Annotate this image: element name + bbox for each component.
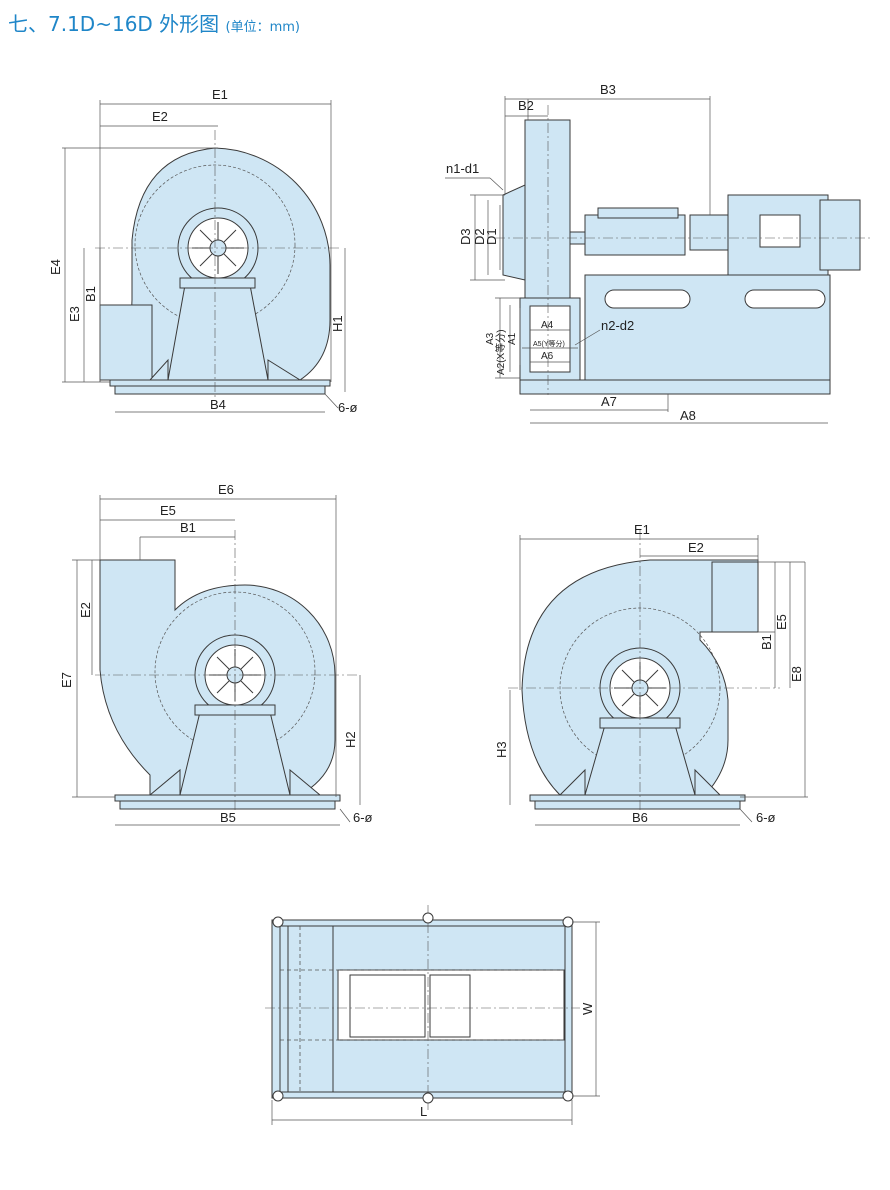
label-d1: D1 [484, 228, 499, 245]
label-e2-view1: E2 [152, 109, 168, 124]
page-title: 七、7.1D~16D 外形图 (单位：mm) [8, 8, 300, 37]
label-a3: A3 [485, 332, 496, 345]
label-n2d2: n2-d2 [601, 318, 634, 333]
label-w: W [580, 1002, 595, 1015]
label-holes-view1: 6-ø [338, 400, 358, 415]
label-e1-view4: E1 [634, 522, 650, 537]
label-e1-view1: E1 [212, 87, 228, 102]
label-d2: D2 [472, 228, 487, 245]
label-h2: H2 [343, 731, 358, 748]
label-h1: H1 [330, 315, 345, 332]
label-a5: A5(Y等分) [533, 339, 565, 348]
front-view-2 [72, 495, 361, 826]
label-e2-view3: E2 [78, 602, 93, 618]
title-main: 七、7.1D~16D 外形图 [8, 12, 220, 36]
label-e8: E8 [789, 666, 804, 682]
label-holes-view3: 6-ø [353, 810, 373, 825]
label-b4: B4 [210, 397, 226, 412]
label-a7: A7 [601, 394, 617, 409]
label-e6: E6 [218, 482, 234, 497]
label-b3: B3 [600, 82, 616, 97]
label-d3: D3 [458, 228, 473, 245]
title-unit: (单位：mm) [225, 20, 301, 35]
label-a2: A2(X等分) [494, 329, 507, 375]
label-e4: E4 [48, 259, 63, 275]
side-view [445, 96, 870, 424]
label-e2-view4: E2 [688, 540, 704, 555]
front-view-3 [508, 530, 808, 826]
label-b2: B2 [518, 98, 534, 113]
label-a6: A6 [541, 351, 554, 362]
label-b1-view3: B1 [180, 520, 196, 535]
label-n1d1: n1-d1 [446, 161, 479, 176]
label-e3: E3 [67, 306, 82, 322]
label-a1: A1 [507, 332, 518, 345]
label-b5: B5 [220, 810, 236, 825]
label-e5-view4: E5 [774, 614, 789, 630]
label-b6: B6 [632, 810, 648, 825]
label-e5-view3: E5 [160, 503, 176, 518]
label-h3: H3 [494, 741, 509, 758]
plan-view [265, 905, 600, 1125]
label-a4: A4 [541, 320, 554, 331]
label-l: L [420, 1104, 427, 1119]
label-a8: A8 [680, 408, 696, 423]
label-b1-view4: B1 [759, 634, 774, 650]
front-view-1 [62, 100, 346, 413]
label-e7: E7 [59, 672, 74, 688]
label-holes-view4: 6-ø [756, 810, 776, 825]
label-b1-view1: B1 [83, 286, 98, 302]
